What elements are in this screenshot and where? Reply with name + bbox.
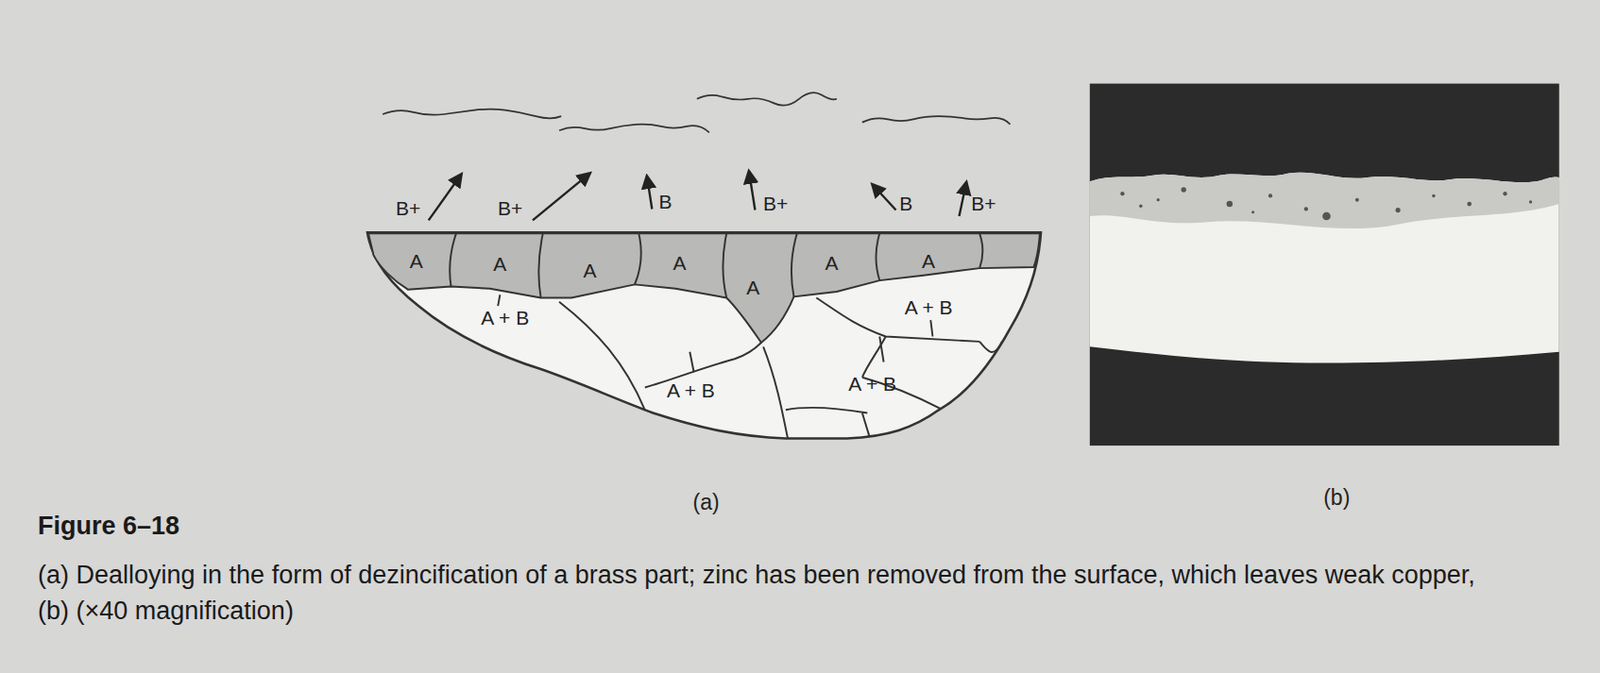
ion-label: B+ xyxy=(395,197,421,221)
ion-label: B xyxy=(658,190,672,214)
grain-label: A + B xyxy=(480,306,529,330)
figure-caption: (a) Dealloying in the form of dezincific… xyxy=(37,557,1483,630)
grain-label: A + B xyxy=(666,379,715,403)
grain-boundaries xyxy=(449,233,1003,439)
grain-label: A xyxy=(746,276,760,300)
ion-arrows xyxy=(428,170,967,221)
ion-label: B xyxy=(899,192,913,216)
grain-label: A xyxy=(493,253,507,276)
ion-label: B+ xyxy=(970,192,996,216)
micrograph xyxy=(1089,84,1560,447)
dezincified-layer xyxy=(368,233,1040,343)
grain-label: A xyxy=(824,252,838,275)
grain-label: A xyxy=(673,252,687,275)
figure-title: Figure 6–18 xyxy=(37,511,180,542)
grain-label: A xyxy=(582,259,596,283)
grain-label: A xyxy=(409,250,424,273)
solution-waves xyxy=(382,92,1010,133)
grain-label: A xyxy=(921,250,936,273)
panel-label: (a) xyxy=(693,491,720,514)
grain-label: A + B xyxy=(848,373,897,396)
ion-label: B+ xyxy=(497,197,523,221)
ion-label: B+ xyxy=(763,192,788,216)
grain-label: A + B xyxy=(904,296,954,320)
panel-label: (b) xyxy=(1323,486,1350,510)
brass-part xyxy=(367,232,1041,439)
